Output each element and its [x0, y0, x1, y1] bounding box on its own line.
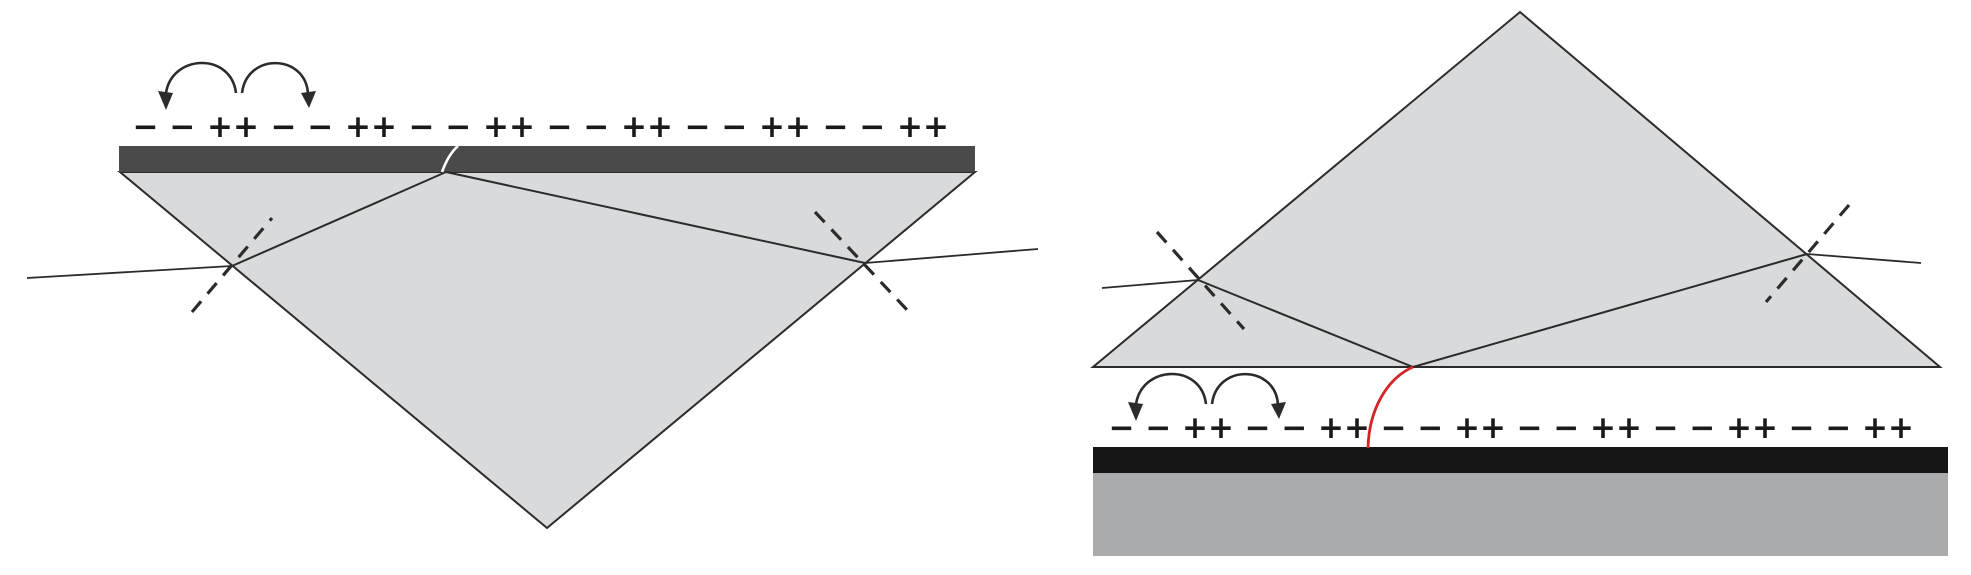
- charge-group: − −: [823, 109, 886, 145]
- refracted-ray: [1197, 279, 1414, 368]
- arrowhead-icon: [158, 91, 173, 110]
- charge-row: − − ++ − − ++ − − ++ − − ++ − − ++ − − ++: [133, 109, 949, 145]
- charge-group: − −: [409, 109, 472, 145]
- charge-group: ++: [1182, 410, 1234, 446]
- charge-group: − −: [547, 109, 610, 145]
- charge-group: ++: [897, 109, 949, 145]
- charge-group: ++: [1726, 410, 1778, 446]
- charge-group: ++: [1590, 410, 1642, 446]
- charge-hop-arrows: [158, 61, 316, 110]
- left-transducer-bar: [119, 146, 975, 172]
- arrowhead-icon: [301, 91, 316, 108]
- reflected-ray: [1412, 253, 1808, 368]
- entry-normal-dashed: [1155, 230, 1246, 331]
- charge-hop-arrows: [1128, 372, 1286, 421]
- charge-hop-arc: [164, 61, 238, 94]
- refracted-ray: [231, 171, 447, 267]
- charge-group: ++: [207, 109, 259, 145]
- arrowhead-icon: [1271, 402, 1286, 419]
- right-substrate: [1093, 473, 1948, 556]
- charge-group: − −: [1245, 410, 1308, 446]
- charge-hop-arc: [1134, 372, 1208, 405]
- charge-group: ++: [483, 109, 535, 145]
- charge-group: ++: [759, 109, 811, 145]
- penetration-curve-white: [440, 145, 459, 173]
- charge-hop-arc: [1210, 372, 1280, 406]
- charge-group: ++: [1318, 410, 1370, 446]
- charge-group: − −: [1517, 410, 1580, 446]
- charge-hop-arc: [240, 61, 310, 95]
- charge-group: ++: [1454, 410, 1506, 446]
- arrowhead-icon: [1128, 402, 1143, 421]
- charge-group: − −: [1653, 410, 1716, 446]
- entry-normal-dashed: [190, 216, 274, 314]
- charge-group: − −: [1109, 410, 1172, 446]
- exit-normal-dashed: [1764, 203, 1851, 304]
- charge-group: − −: [271, 109, 334, 145]
- right-prism: [1090, 10, 1943, 368]
- reflected-ray: [445, 171, 866, 264]
- incident-ray: [1101, 279, 1199, 289]
- charge-group: − −: [133, 109, 196, 145]
- incident-ray: [26, 265, 233, 279]
- charge-group: ++: [1862, 410, 1914, 446]
- left-diagram: − − ++ − − ++ − − ++ − − ++ − − ++ − − ++: [26, 61, 1039, 530]
- charge-group: − −: [1789, 410, 1852, 446]
- charge-group: ++: [621, 109, 673, 145]
- right-electrode-bar: [1093, 447, 1948, 473]
- charge-group: − −: [685, 109, 748, 145]
- evanescent-curve-red: [1366, 365, 1414, 449]
- exit-ray: [864, 248, 1039, 264]
- charge-group: − −: [1381, 410, 1444, 446]
- charge-row: − − ++ − − ++ − − ++ − − ++ − − ++ − − ++: [1109, 410, 1914, 446]
- charge-group: ++: [345, 109, 397, 145]
- exit-ray: [1806, 253, 1922, 264]
- left-prism: [117, 171, 978, 530]
- right-diagram: − − ++ − − ++ − − ++ − − ++ − − ++ − − ++: [1090, 10, 1948, 556]
